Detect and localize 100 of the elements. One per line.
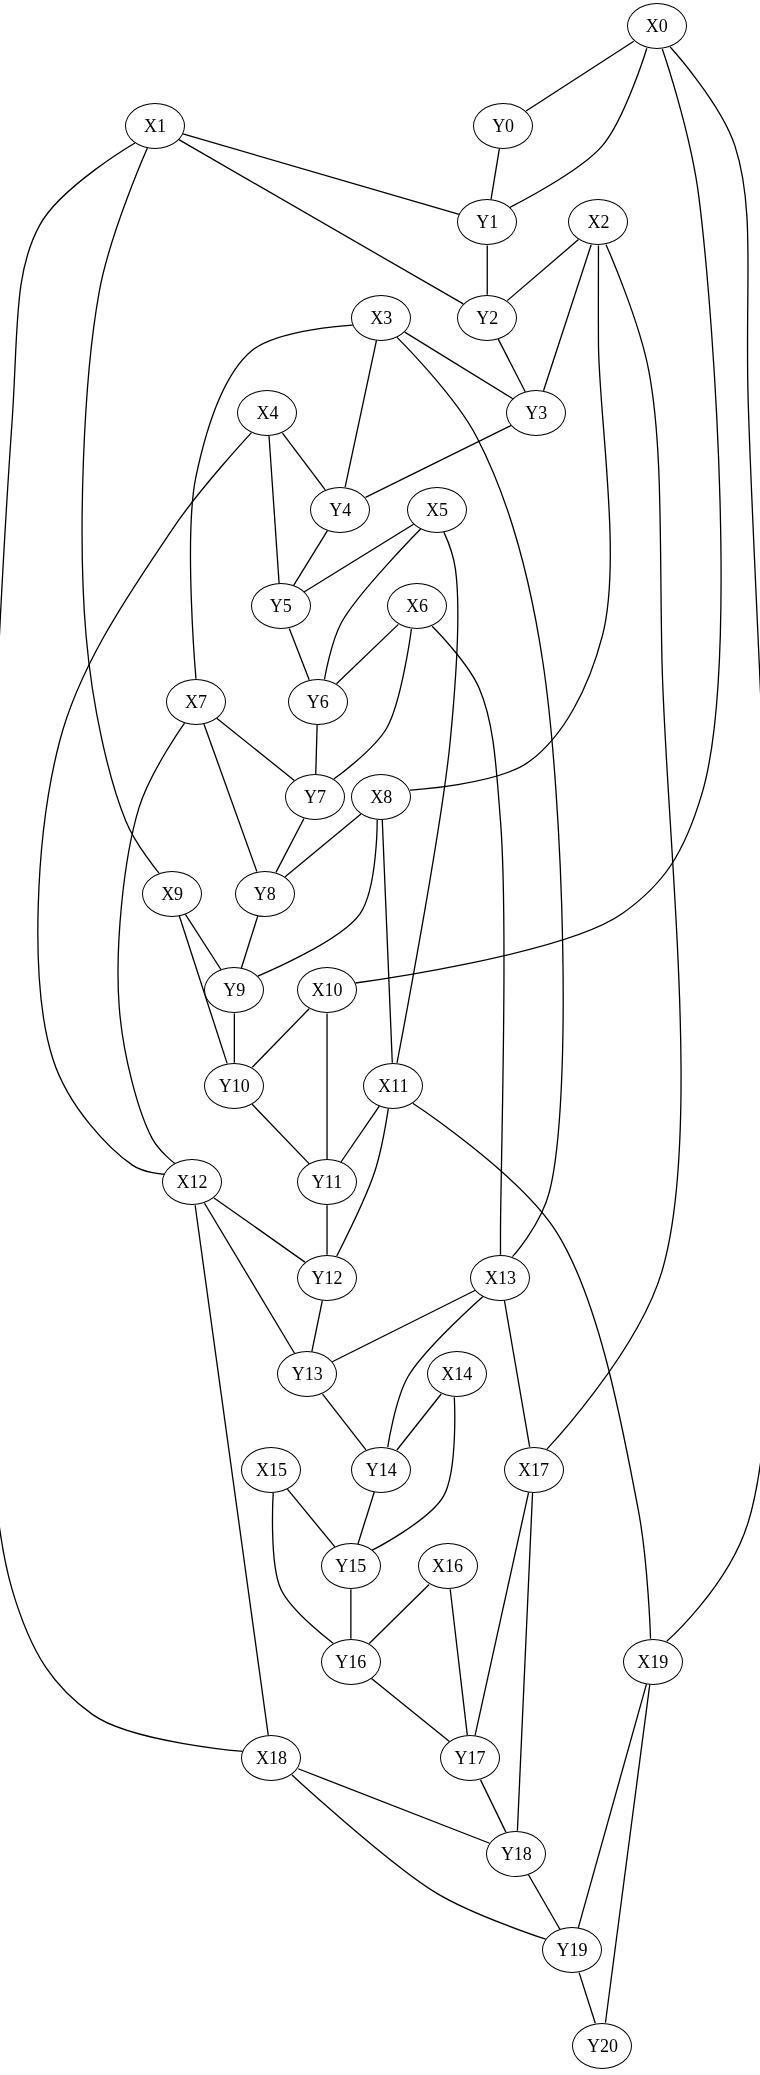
node-label: X8: [370, 788, 393, 807]
connector-line: [409, 244, 611, 791]
connector-line: [542, 244, 592, 392]
ellipse-node: [351, 774, 412, 821]
node-label: X1: [143, 116, 166, 135]
node-label: X4: [256, 404, 279, 423]
node-label: X12: [176, 1173, 208, 1192]
ellipse-node: [297, 1254, 358, 1301]
connector-line: [233, 1012, 235, 1064]
node-label: Y10: [218, 1076, 250, 1095]
connector-line: [37, 431, 253, 1175]
node-label: Y14: [365, 1460, 397, 1479]
connector-line: [178, 915, 228, 1065]
connector-line: [396, 1393, 442, 1451]
connector-line: [474, 1491, 530, 1737]
connector-line: [412, 1102, 652, 1640]
connector-line: [286, 1488, 336, 1548]
connector-line: [546, 244, 682, 1450]
connector-line: [506, 238, 580, 302]
connector-line: [503, 1299, 531, 1448]
ellipse-node: [234, 870, 295, 917]
connector-line: [335, 623, 399, 685]
connector-line: [251, 1103, 310, 1165]
connector-line: [357, 1491, 375, 1545]
node-label: X11: [378, 1076, 409, 1095]
connector-line: [479, 1779, 507, 1833]
connector-line: [364, 424, 512, 498]
connector-line: [370, 1677, 451, 1743]
connector-line: [297, 1768, 491, 1844]
connector-line: [578, 1972, 596, 2024]
connector-line: [525, 40, 635, 112]
node-label: Y6: [306, 692, 329, 711]
node-label: X19: [637, 1652, 669, 1671]
connector-line: [449, 1588, 468, 1737]
connector-line: [291, 1774, 547, 1940]
connector-line: [271, 1492, 334, 1644]
connector-line: [490, 147, 501, 201]
node-label: X6: [406, 597, 429, 616]
connector-line: [486, 244, 488, 296]
node-label: X17: [518, 1460, 550, 1479]
connector-line: [257, 819, 378, 977]
node-label: Y19: [556, 1941, 588, 1960]
ellipse-node: [241, 1735, 302, 1782]
node-label: X3: [370, 308, 393, 327]
connector-line: [431, 625, 505, 1256]
node-label: X16: [432, 1557, 463, 1576]
ellipse-node: [204, 967, 265, 1014]
connector-line: [527, 1874, 561, 1930]
connector-line: [323, 528, 422, 680]
ellipse-node: [542, 1927, 602, 1974]
connector-line: [216, 717, 295, 782]
node-label: X13: [485, 1268, 516, 1287]
ellipse-node: [473, 102, 534, 149]
node-label: Y15: [335, 1557, 367, 1576]
connector-line: [333, 628, 413, 780]
connector-line: [203, 723, 258, 873]
connector-line: [189, 324, 354, 680]
ellipse-node: [310, 486, 371, 533]
node-label: Y5: [269, 597, 292, 616]
node-label: X0: [645, 17, 668, 36]
connector-line: [516, 1492, 534, 1832]
ellipse-node: [626, 3, 687, 50]
ellipse-node: [426, 1351, 487, 1398]
connector-line: [344, 339, 378, 488]
connector-line: [381, 819, 393, 1064]
connector-line: [340, 1105, 380, 1163]
connector-line: [509, 47, 648, 208]
node-label: Y17: [454, 1749, 486, 1768]
connector-line: [178, 139, 464, 305]
node-label: X2: [587, 213, 610, 232]
node-label: Y9: [223, 981, 246, 1000]
connector-line: [240, 915, 259, 969]
node-label: Y16: [335, 1652, 367, 1671]
connector-line: [326, 1204, 328, 1256]
node-label: Y13: [291, 1365, 323, 1384]
node-label: X10: [311, 981, 343, 1000]
connector-line: [0, 142, 244, 1752]
connector-line: [303, 523, 415, 593]
ellipse-node: [162, 1159, 222, 1206]
connector-line: [194, 1204, 269, 1737]
connector-line: [281, 432, 326, 491]
node-label: Y1: [476, 213, 499, 232]
connector-line: [387, 1295, 484, 1448]
node-label: Y7: [304, 788, 327, 807]
connector-line: [288, 627, 310, 681]
connector-line: [81, 147, 160, 874]
connector-line: [666, 46, 760, 1642]
connector-line: [184, 913, 222, 971]
connector-line: [321, 1393, 367, 1451]
connector-line: [336, 1107, 389, 1257]
connector-line: [497, 338, 526, 393]
node-label: Y20: [586, 2036, 618, 2055]
ellipse-node: [568, 199, 629, 246]
ellipse-node: [457, 294, 518, 341]
node-label: Y8: [253, 884, 276, 903]
node-label: X18: [255, 1749, 287, 1768]
ellipse-node: [470, 1254, 531, 1301]
connector-line: [396, 531, 459, 1064]
connector-line: [268, 435, 280, 585]
connector-line: [203, 1202, 296, 1355]
